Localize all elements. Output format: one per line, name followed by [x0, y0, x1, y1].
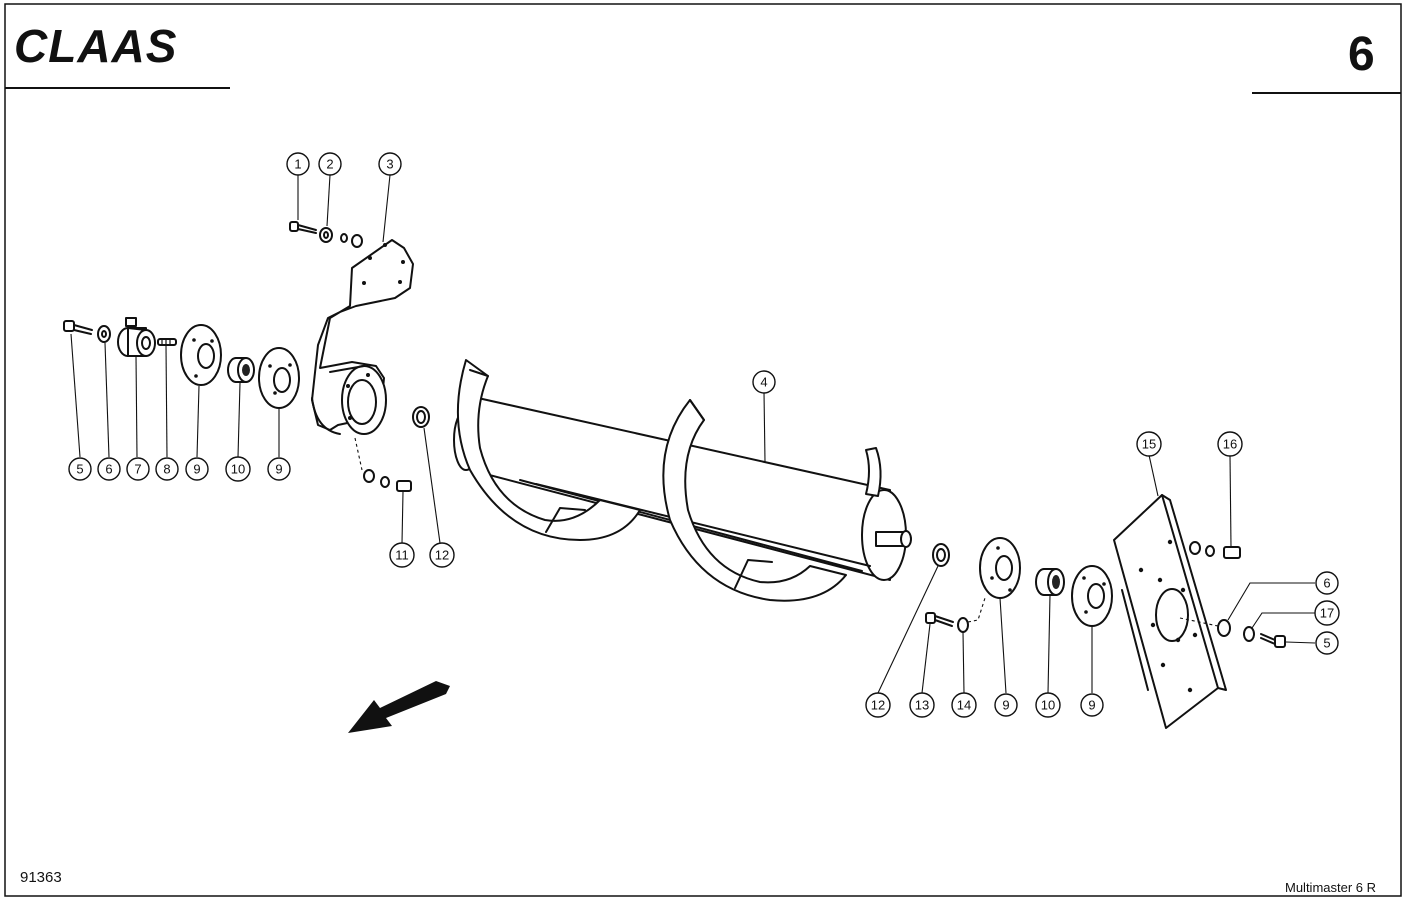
page-number: 6: [1348, 28, 1375, 81]
leader-lines: [70, 174, 1316, 694]
callout-12-right: 12: [865, 692, 891, 718]
arrow-down-left-icon: [348, 681, 450, 733]
right-side-plate: [1113, 494, 1227, 729]
bolt-part: [396, 480, 412, 492]
svg-text:5: 5: [76, 462, 83, 477]
bolt-part: [925, 612, 936, 624]
spacer-ring-part: [412, 406, 430, 428]
callout-12-left: 12: [429, 542, 455, 568]
pin-part: [157, 338, 177, 346]
callout-6-left: 6: [97, 457, 121, 481]
svg-text:10: 10: [1041, 698, 1055, 713]
washer-part: [957, 617, 969, 633]
washer-part: [1217, 619, 1231, 637]
callout-10-left: 10: [225, 456, 251, 482]
callout-15: 15: [1136, 431, 1162, 457]
svg-text:12: 12: [435, 548, 449, 563]
bolt-part: [63, 320, 93, 335]
callout-4: 4: [752, 370, 776, 394]
callout-9-right-b: 9: [1080, 693, 1104, 717]
bolt-part: [289, 221, 299, 232]
svg-text:14: 14: [957, 698, 971, 713]
svg-text:16: 16: [1223, 437, 1237, 452]
svg-text:9: 9: [1002, 698, 1009, 713]
left-bearing-assembly: [63, 317, 300, 409]
callout-10-right: 10: [1035, 692, 1061, 718]
callout-2: 2: [318, 152, 342, 176]
svg-text:9: 9: [275, 462, 282, 477]
callout-9-right-a: 9: [994, 693, 1018, 717]
callout-11: 11: [389, 542, 415, 568]
callout-7: 7: [126, 457, 150, 481]
svg-text:10: 10: [231, 462, 245, 477]
bearing-part: [1035, 568, 1065, 596]
drawing-number: 91363: [20, 869, 62, 886]
svg-text:1: 1: [294, 157, 301, 172]
callout-9-left-a: 9: [185, 457, 209, 481]
washer-part: [1243, 626, 1255, 642]
brand-logo: CLAAS: [14, 20, 177, 72]
spacer-ring-part: [932, 543, 950, 567]
callout-9-left-b: 9: [267, 457, 291, 481]
page-border: [4, 3, 1402, 897]
svg-text:7: 7: [134, 462, 141, 477]
callout-3: 3: [378, 152, 402, 176]
left-side-plate: [289, 221, 430, 492]
callout-16: 16: [1217, 431, 1243, 457]
svg-text:2: 2: [326, 157, 333, 172]
callout-6-right: 6: [1315, 571, 1339, 595]
callout-14: 14: [951, 692, 977, 718]
svg-text:3: 3: [386, 157, 393, 172]
svg-text:15: 15: [1142, 437, 1156, 452]
svg-text:6: 6: [1323, 576, 1330, 591]
svg-text:12: 12: [871, 698, 885, 713]
svg-text:6: 6: [105, 462, 112, 477]
callout-17: 17: [1314, 600, 1340, 626]
flange-plate-part: [979, 537, 1021, 599]
callout-1: 1: [286, 152, 310, 176]
svg-text:4: 4: [760, 375, 767, 390]
svg-text:8: 8: [163, 462, 170, 477]
flange-plate-part: [258, 347, 300, 409]
svg-text:17: 17: [1320, 606, 1334, 621]
callout-8: 8: [155, 457, 179, 481]
right-bearing-assembly: [925, 494, 1286, 729]
svg-text:9: 9: [1088, 698, 1095, 713]
callout-13: 13: [909, 692, 935, 718]
auger-part: [453, 359, 912, 602]
flange-plate-part: [1071, 565, 1113, 627]
svg-text:13: 13: [915, 698, 929, 713]
flange-plate-part: [180, 324, 222, 386]
svg-text:9: 9: [193, 462, 200, 477]
washer-part: [97, 325, 111, 343]
washer-part: [319, 227, 333, 243]
bolt-part: [1223, 546, 1241, 559]
bolt-part: [1274, 635, 1286, 648]
callout-5-left: 5: [68, 457, 92, 481]
locking-collar-part: [117, 317, 156, 357]
bearing-part: [227, 357, 255, 383]
svg-text:5: 5: [1323, 636, 1330, 651]
svg-text:11: 11: [395, 548, 409, 563]
model-name: Multimaster 6 R: [1285, 880, 1376, 895]
callout-5-right: 5: [1315, 631, 1339, 655]
